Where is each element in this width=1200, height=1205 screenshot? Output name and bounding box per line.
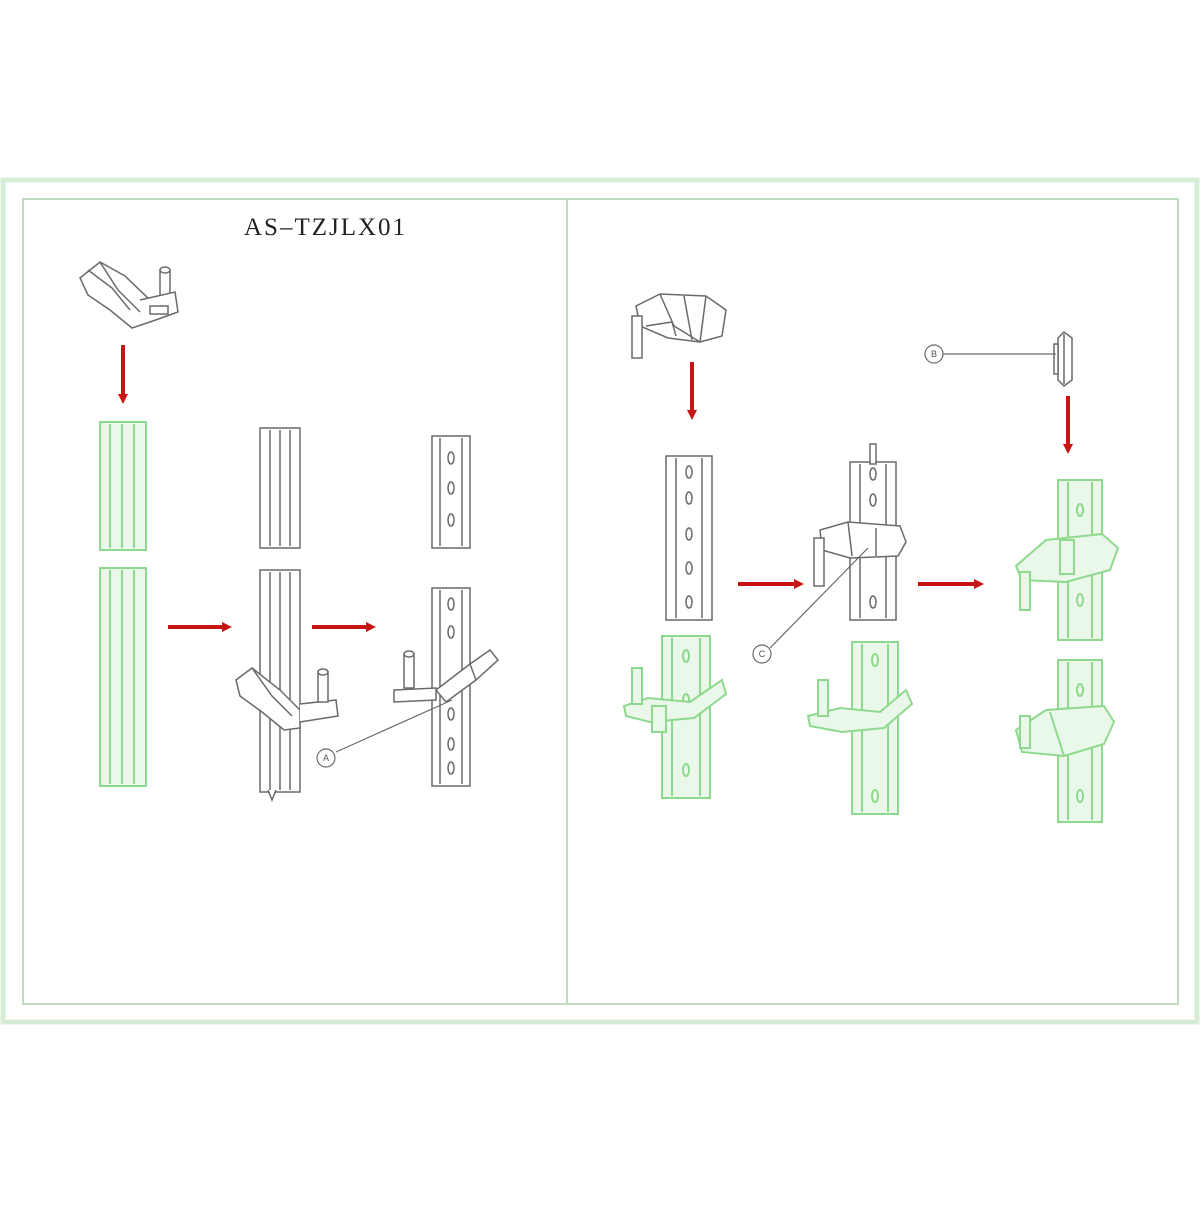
callout-a: A: [323, 753, 329, 763]
t-post-with-holes: [393, 435, 500, 787]
t-post-highlighted: [99, 421, 147, 787]
callout-c: C: [759, 649, 766, 659]
callout-b: B: [931, 349, 937, 359]
outer-frame: [0, 177, 1200, 1025]
post-step-2: [806, 443, 914, 815]
model-code-label: AS–TZJLX01: [244, 214, 408, 241]
post-step-1: [622, 455, 728, 799]
pin-part-icon: [1053, 331, 1073, 387]
clip-part-icon: [79, 261, 179, 329]
right-panel: [566, 198, 1179, 1005]
t-post-with-clip: [235, 427, 339, 803]
post-step-final: [1014, 479, 1120, 823]
clamp-part-icon: [631, 293, 727, 359]
